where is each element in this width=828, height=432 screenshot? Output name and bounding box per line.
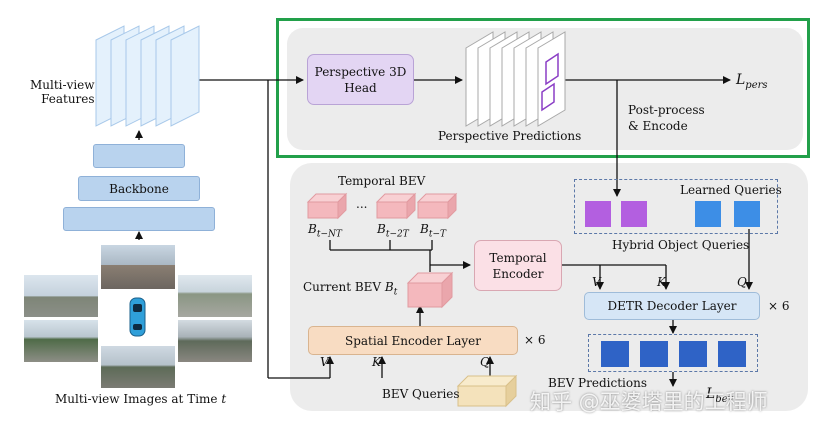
prediction-box-upper [545,52,559,86]
temporal-encoder: Temporal Encoder [474,240,562,291]
perspective-query-1 [585,201,611,227]
learned-query-1 [695,201,721,227]
perspective-predictions-label: Perspective Predictions [438,129,582,143]
temporal-bev-ellipsis: ... [356,197,368,211]
learned-queries-label: Learned Queries [680,183,782,197]
bev-queries-label: BEV Queries [382,387,460,401]
spatial-k-label: K [372,355,381,369]
watermark-text: 知乎 @巫婆塔里的工程师 [530,390,768,414]
features-label: Multi-view Features [30,78,95,106]
perspective-query-2 [621,201,647,227]
spatial-q-label: Q [480,355,490,369]
detr-k-label: K [657,275,666,289]
detr-times: × 6 [768,299,790,313]
loss-bev-label: Lbev [706,386,734,405]
spatial-encoder-layer: Spatial Encoder Layer [308,326,518,355]
bev-prediction-4 [718,341,746,367]
perspective-branch-highlight [276,18,810,158]
bev-prediction-1 [601,341,629,367]
bev-t-minus-nt: Bt−NT [308,222,342,240]
detr-v-label: V [592,275,601,289]
hybrid-object-queries-container [574,179,778,234]
images-caption: Multi-view Images at Time t [55,392,227,406]
detr-decoder-layer: DETR Decoder Layer [584,292,760,320]
bev-prediction-3 [679,341,707,367]
camera-image-back-right [178,320,252,362]
bev-predictions-container [588,334,758,372]
prediction-box-lower [541,82,555,112]
loss-pers-label: Lpers [736,72,768,91]
spatial-v-label: V [320,355,329,369]
backbone-block: Backbone [78,176,200,201]
postprocess-label: Post-process & Encode [628,103,705,133]
backbone-label: Backbone [109,181,169,196]
bev-t-minus-t: Bt−T [420,222,446,240]
spatial-encoder-times: × 6 [524,333,546,347]
hybrid-object-queries-label: Hybrid Object Queries [612,238,750,252]
camera-image-back-left [24,320,98,362]
perspective-3d-head: Perspective 3D Head [307,54,414,105]
bev-prediction-2 [640,341,668,367]
detr-q-label: Q [737,275,747,289]
bev-t-minus-2t: Bt−2T [377,222,409,240]
camera-image-back [101,346,175,388]
learned-query-2 [734,201,760,227]
backbone-bottom-layer [63,207,215,231]
temporal-bev-label: Temporal BEV [338,174,426,188]
camera-image-front-right [178,275,252,317]
camera-image-front-left [24,275,98,317]
current-bev-label: Current BEV Bt [303,280,398,298]
camera-image-front [101,245,175,289]
bev-predictions-label: BEV Predictions [548,376,647,390]
backbone-top-layer [93,144,185,168]
